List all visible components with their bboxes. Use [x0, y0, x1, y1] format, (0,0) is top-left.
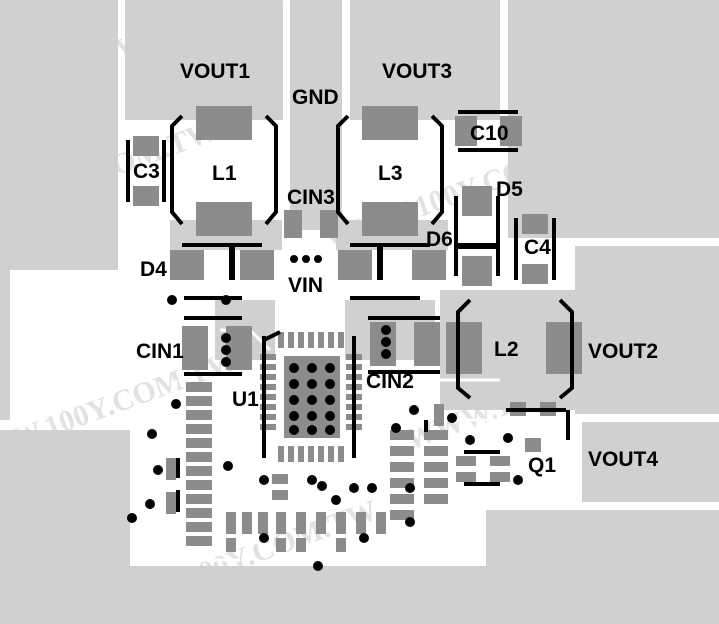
l1-outline-left: [170, 114, 184, 226]
left-edge-pour: [0, 0, 10, 420]
label-d5: D5: [496, 178, 523, 201]
cin3-pad-left: [284, 210, 302, 238]
l1-outline-right: [264, 114, 278, 226]
label-vout3: VOUT3: [382, 60, 452, 83]
d5-pad-top: [462, 186, 492, 216]
silkscreen: [126, 110, 574, 512]
c10-pad-left: [455, 116, 477, 146]
pads: [133, 106, 582, 552]
cin1-pad-left: [182, 326, 208, 370]
label-vout2: VOUT2: [588, 340, 658, 363]
bottom-pour: [130, 566, 490, 624]
label-l1: L1: [212, 162, 237, 185]
left-bottom-pour: [0, 430, 130, 624]
d5-pad-bottom: [462, 256, 492, 286]
label-cin1: CIN1: [136, 340, 184, 363]
label-vin: VIN: [288, 274, 323, 297]
label-q1: Q1: [528, 454, 556, 477]
c4-pad-top: [522, 214, 548, 234]
gnd-pour: [290, 0, 342, 230]
c4-pad-bottom: [522, 264, 548, 284]
l2-pad-right: [546, 322, 582, 374]
label-vout4: VOUT4: [588, 448, 658, 471]
l1-pad-bottom: [196, 202, 252, 236]
cin3-pad-right: [320, 210, 338, 238]
l2-outline-right: [558, 298, 574, 400]
q1-pad: [525, 438, 541, 452]
l3-pad-bottom: [362, 202, 418, 236]
label-l2: L2: [494, 338, 519, 361]
label-d6: D6: [426, 228, 453, 251]
l2-outline-left: [456, 298, 472, 400]
label-gnd: GND: [292, 86, 339, 109]
right-top-pour: [508, 0, 719, 238]
vout3-pour: [350, 0, 500, 120]
d6-pad-right: [412, 250, 446, 280]
c3-pad-top: [133, 136, 159, 156]
d6-pad-left: [338, 250, 372, 280]
vout2-pour: [575, 246, 719, 414]
label-c4: C4: [524, 236, 551, 259]
label-c10: C10: [470, 122, 509, 145]
l3-pad-top: [362, 106, 418, 140]
right-passives: [390, 404, 510, 520]
label-cin2: CIN2: [366, 370, 414, 393]
vout4-pour: [582, 422, 719, 502]
cin2-pad-right: [414, 322, 440, 366]
label-vout1: VOUT1: [180, 60, 250, 83]
d4-pad-left: [170, 250, 204, 280]
l3-outline-right: [430, 114, 444, 226]
label-d4: D4: [140, 258, 167, 281]
c10-pad-right: [500, 116, 522, 146]
vout1-pour: [125, 0, 283, 120]
label-cin3: CIN3: [287, 186, 335, 209]
label-l3: L3: [378, 162, 403, 185]
l3-outline-left: [336, 114, 350, 226]
left-top-pour: [10, 0, 118, 270]
d4-pad-right: [240, 250, 274, 280]
label-u1: U1: [232, 388, 259, 411]
component-labels: VOUT1 GND VOUT3 C10 C3 L1 L3 CIN3 D5 D6 …: [133, 60, 658, 477]
vias: [127, 255, 523, 571]
u1-exposed-pad: [284, 356, 340, 438]
bottom-passives: [226, 474, 386, 552]
l2-pad-left: [446, 322, 482, 374]
l1-pad-top: [196, 106, 252, 140]
right-bottom-pour: [486, 510, 719, 624]
left-passives: [166, 382, 212, 546]
u1-pin1-mark: [263, 330, 281, 342]
label-c3: C3: [133, 160, 160, 183]
c3-pad-bottom: [133, 186, 159, 206]
